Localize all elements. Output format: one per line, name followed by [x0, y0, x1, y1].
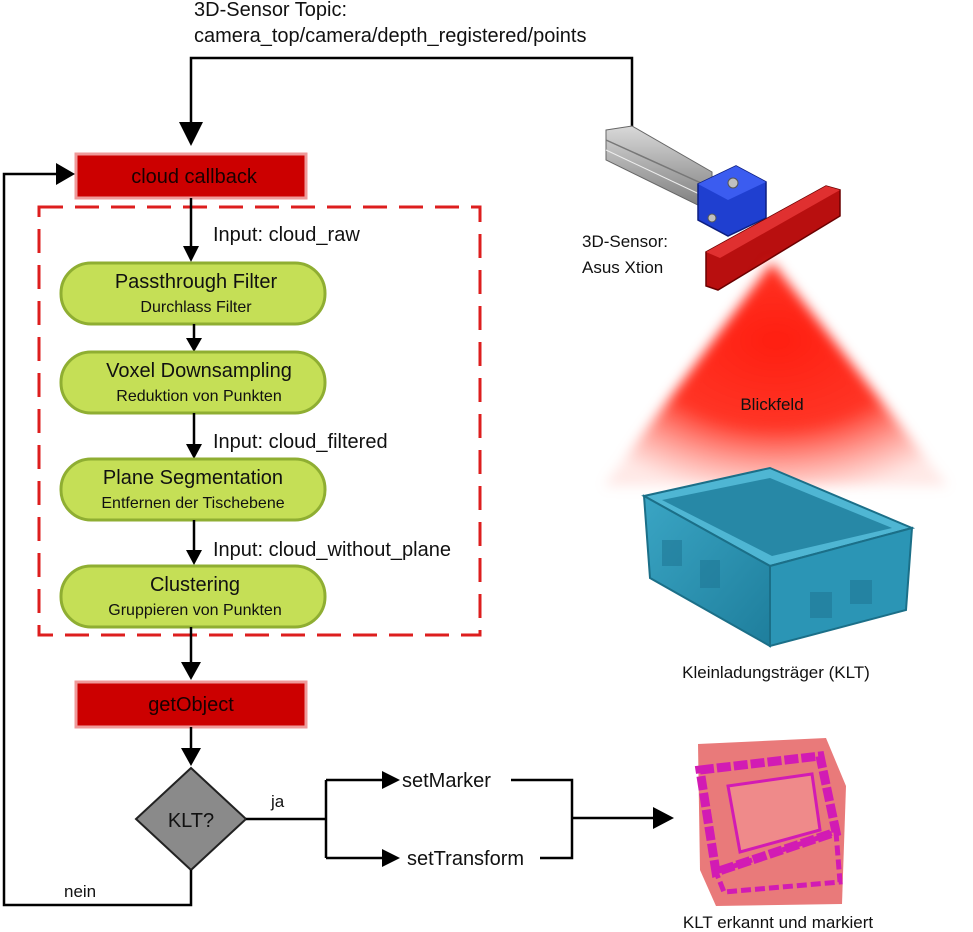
arrowhead [186, 550, 202, 565]
plane-title: Plane Segmentation [103, 467, 283, 489]
no-branch-connector [2, 172, 193, 907]
field-of-view-label: Blickfeld [740, 395, 803, 414]
settransform-label: setTransform [407, 848, 524, 870]
plane-subtitle: Entfernen der Tischebene [101, 495, 284, 512]
input-filtered-label: Input: cloud_filtered [213, 431, 388, 453]
arrowhead [56, 163, 75, 185]
no-branch-label: nein [64, 882, 96, 901]
sensor-label-line2: Asus Xtion [582, 258, 663, 277]
topic-connector [189, 56, 634, 142]
sensor-rail-illustration [605, 125, 713, 213]
sensor-topic-title: 3D-Sensor Topic: [194, 0, 347, 21]
arrowhead [181, 662, 201, 680]
setmarker-label: setMarker [402, 770, 491, 792]
detected-label: KLT erkannt und markiert [683, 913, 874, 932]
sensor-topic-path: camera_top/camera/depth_registered/point… [194, 25, 586, 47]
sensor-label-line1: 3D-Sensor: [582, 232, 668, 251]
sensor-mount-icon [697, 165, 767, 237]
klt-label: Kleinladungsträger (KLT) [682, 663, 870, 682]
voxel-subtitle: Reduktion von Punkten [116, 388, 281, 405]
asus-xtion-sensor-icon [705, 185, 841, 291]
arrowhead [186, 338, 202, 352]
arrowhead [181, 748, 201, 766]
detected-klt-pointcloud [694, 738, 846, 906]
input-without-plane-label: Input: cloud_without_plane [213, 539, 451, 561]
decision-label: KLT? [168, 810, 214, 832]
arrowhead [183, 246, 199, 262]
topic-arrowhead [179, 122, 203, 146]
processing-frame [37, 205, 482, 637]
voxel-title: Voxel Downsampling [106, 360, 292, 382]
getobject-label: getObject [148, 694, 234, 716]
clustering-node [59, 564, 327, 629]
merge-connector [511, 778, 574, 860]
field-of-view-cone [604, 262, 948, 486]
yes-branch-label: ja [270, 792, 285, 811]
input-raw-label: Input: cloud_raw [213, 224, 360, 246]
getobject-box [74, 680, 308, 729]
passthrough-title: Passthrough Filter [115, 271, 278, 293]
klt-bin-illustration [641, 466, 916, 648]
arrowhead [186, 444, 202, 459]
arrowhead [382, 849, 400, 867]
clustering-subtitle: Gruppieren von Punkten [108, 602, 281, 619]
cloud-callback-label: cloud callback [131, 166, 258, 188]
passthrough-subtitle: Durchlass Filter [140, 299, 252, 316]
clustering-title: Clustering [150, 574, 240, 596]
arrowhead [382, 771, 400, 789]
arrowhead [653, 807, 674, 829]
